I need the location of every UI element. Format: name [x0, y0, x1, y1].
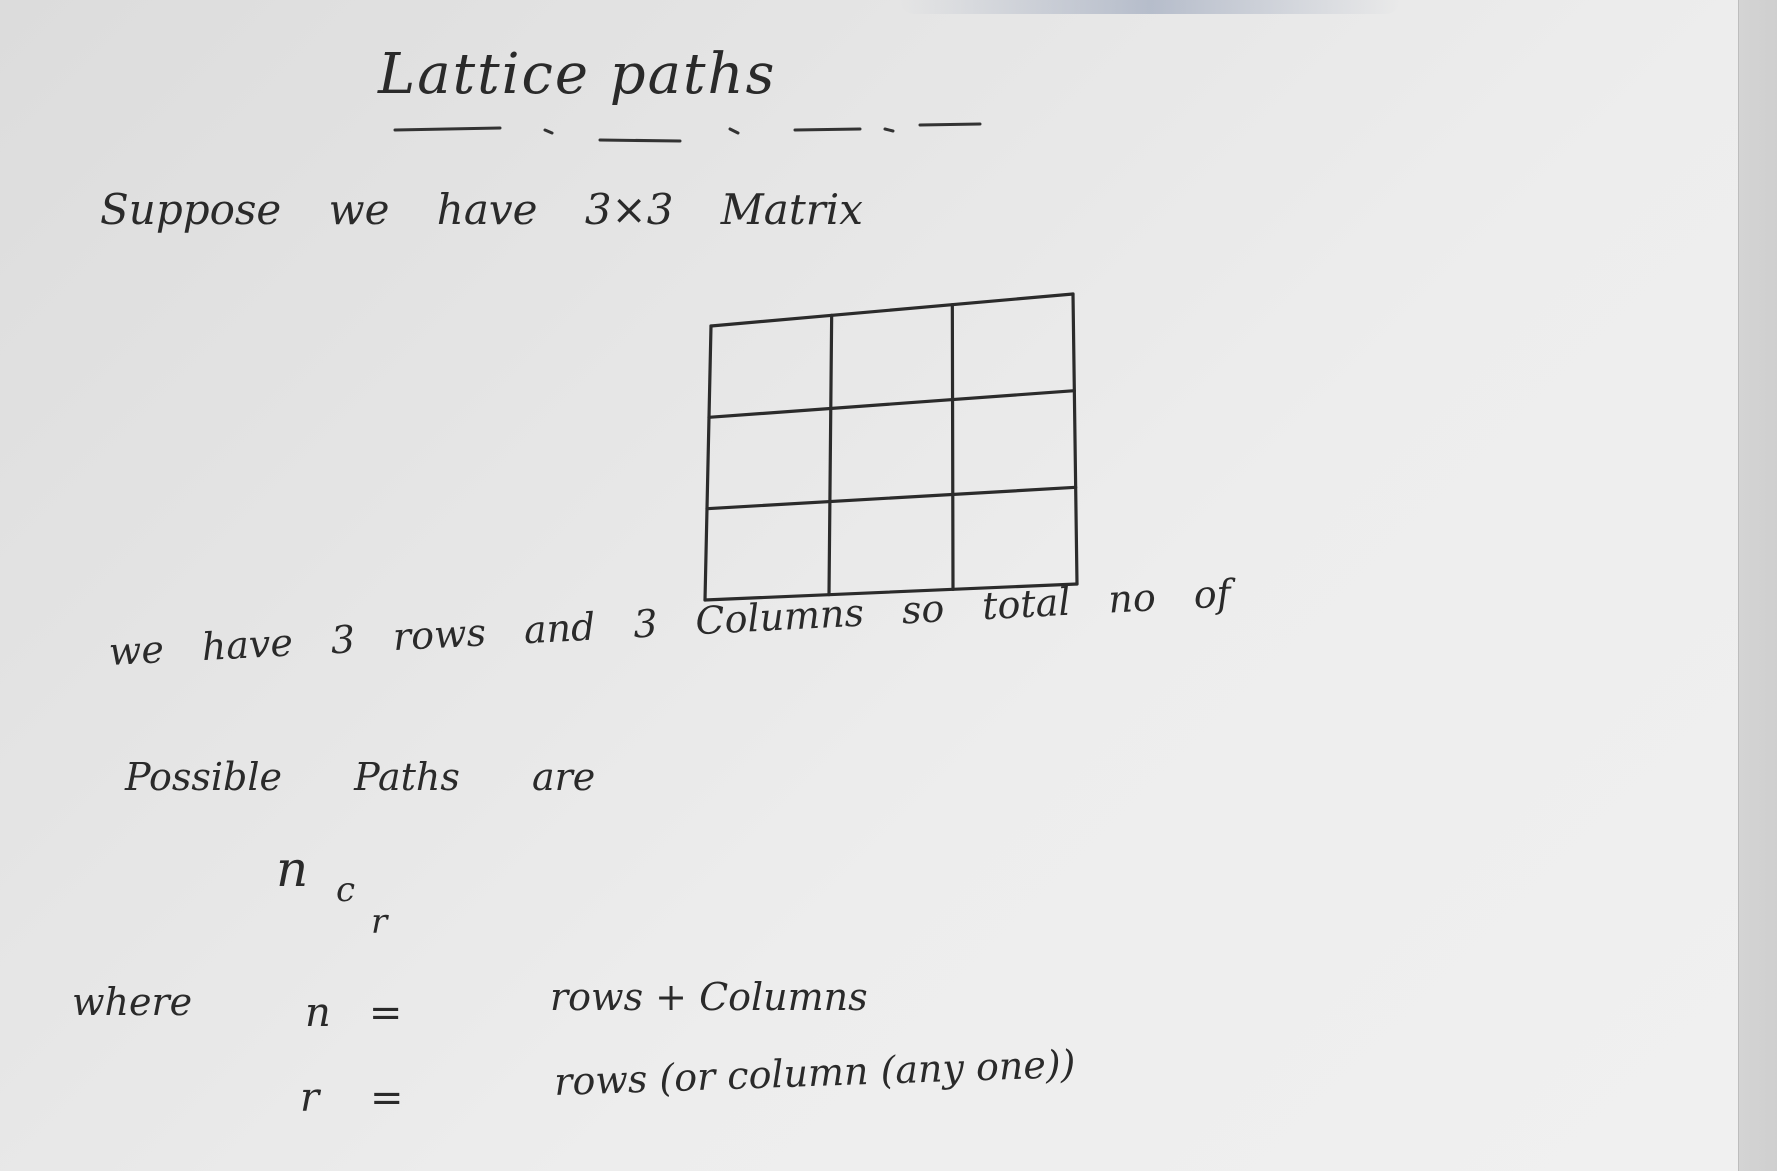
combination-formula: n c r — [276, 840, 416, 950]
page-title: Lattice paths — [378, 42, 777, 107]
formula-r: r — [371, 902, 388, 942]
grid-column-line — [703, 324, 713, 602]
grid-column-line — [950, 303, 955, 591]
top-shadow — [900, 0, 1400, 14]
paper-sheet — [0, 0, 1740, 1171]
where-label: where — [72, 980, 193, 1024]
definition-r-symbol: r = — [300, 1075, 404, 1121]
paper-edge — [1738, 0, 1777, 1171]
grid-row-line — [705, 485, 1078, 511]
grid-column-line — [1071, 292, 1079, 586]
formula-n: n — [276, 840, 309, 898]
definition-n-meaning: rows + Columns — [550, 975, 868, 1019]
explanation-line-2: Possible Paths are — [125, 755, 596, 799]
grid-row-line — [709, 292, 1075, 328]
grid-column-line — [827, 313, 834, 597]
definition-n-symbol: n = — [305, 990, 403, 1036]
grid-row-line — [703, 582, 1079, 602]
matrix-grid — [703, 292, 1079, 602]
grid-row-line — [707, 389, 1076, 419]
formula-c: c — [336, 870, 356, 910]
intro-text: Suppose we have 3×3 Matrix — [100, 185, 863, 234]
title-underline — [393, 122, 982, 143]
